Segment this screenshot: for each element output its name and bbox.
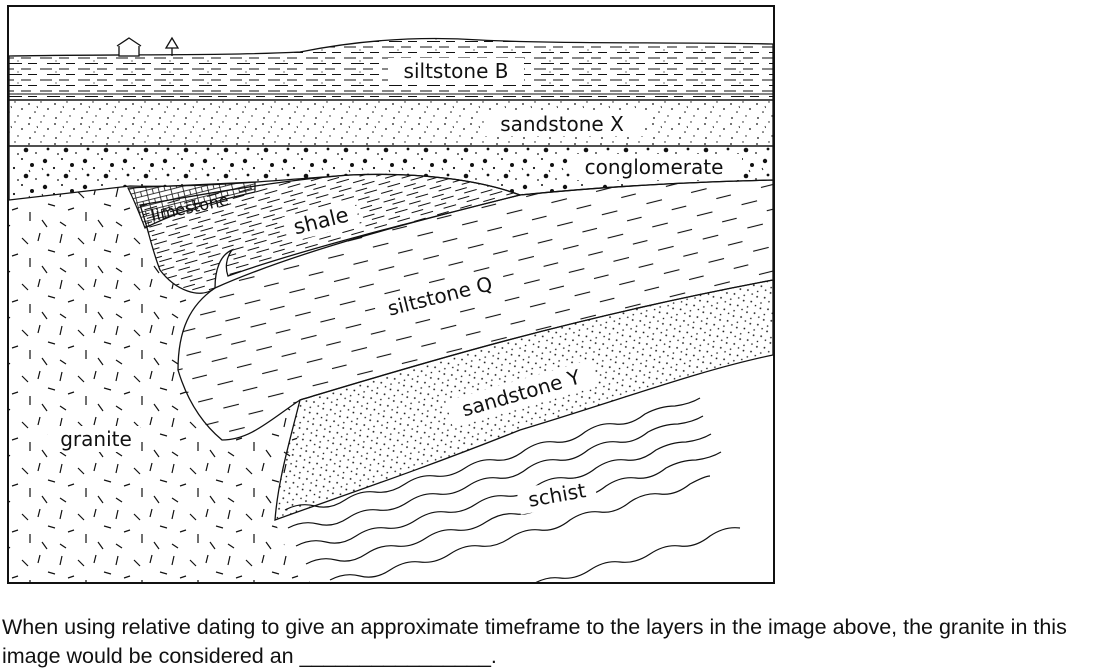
house-icon [116, 37, 142, 57]
schist-foliation [284, 397, 741, 582]
tree-icon [164, 36, 180, 56]
cross-section-diagram: siltstone B sandstone X conglomerate lim… [7, 5, 775, 584]
label-bg [445, 359, 597, 427]
label-bg [388, 58, 524, 84]
label-sandstone-x: sandstone X [500, 112, 624, 136]
label-siltstone-b: siltstone B [404, 59, 509, 83]
question-text: When using relative dating to give an ap… [2, 615, 1067, 668]
diagram-frame [7, 5, 775, 584]
layer-sandstone-x [9, 99, 773, 147]
label-bg [484, 110, 644, 136]
label-granite: granite [60, 427, 132, 451]
label-bg [48, 426, 140, 452]
layer-granite [9, 186, 318, 582]
label-bg [281, 199, 361, 243]
label-conglomerate: conglomerate [585, 155, 724, 179]
label-bg [372, 267, 508, 325]
layer-limestone [127, 181, 256, 229]
label-bg [516, 475, 598, 515]
label-bg [570, 154, 742, 180]
